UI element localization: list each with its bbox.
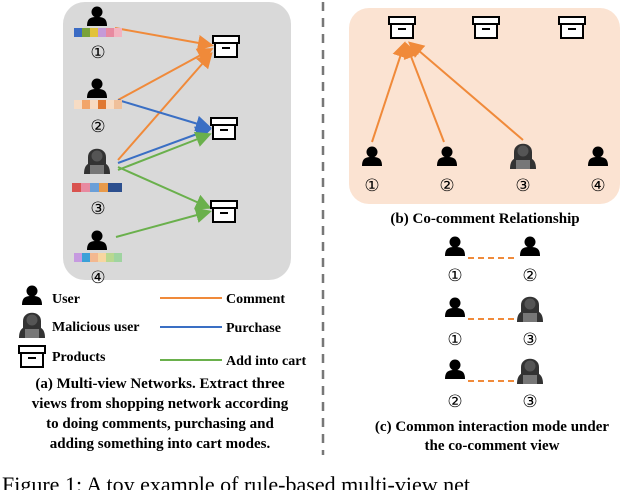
panel-b-node-1: ① [364,176,379,195]
feature-strip [74,100,122,109]
panel-a-node-2: ② [90,117,105,136]
panel-c-pair-2: ① ③ [445,296,543,349]
edge-cart-2 [115,207,212,238]
user-icon [445,236,465,256]
edge-comment-2 [117,48,214,101]
edge-purchase-2 [117,126,212,164]
legend-products-icon [18,345,46,368]
panel-c-pair-1-right: ② [522,266,537,285]
edge-comment-3 [117,51,213,161]
panel-a-node-4: ④ [90,268,105,287]
panel-b-caption: (b) Co-comment Relationship [390,211,579,227]
edge-cart-3 [117,131,212,171]
feature-strip [74,253,122,262]
user-icon [445,297,465,317]
user-icon [520,236,540,256]
feature-strip [74,28,122,37]
legend-add-cart-label: Add into cart [226,354,306,369]
edge-comment-1 [114,27,214,51]
panel-b-node-3: ③ [515,176,530,195]
panel-c-pair-3-left: ② [447,392,462,411]
edge-purchase-1 [117,99,212,132]
panel-c-pair-2-right: ③ [522,330,537,349]
panel-c-pair-1: ① ② [445,236,540,285]
malicious-user-icon [517,296,543,322]
product-box-icon [210,200,238,223]
panel-a-caption-line-2: views from shopping network according [32,396,289,412]
edge-cart-1 [117,166,212,210]
legend-user-label: User [52,292,80,307]
product-box-icon [388,16,416,39]
product-box-icon [210,117,238,140]
user-icon [445,359,465,379]
product-box-icon [212,35,240,58]
panel-a-caption-line-3: to doing comments, purchasing and [46,416,274,432]
panel-a-edges [114,27,214,238]
panel-a-node-1: ① [90,43,105,62]
panel-a-caption-line-4: adding something into cart modes. [50,436,271,452]
legend-malicious-user-label: Malicious user [52,320,140,335]
panel-c-pair-3-right: ③ [522,392,537,411]
panel-c-caption-line-1: (c) Common interaction mode under [375,419,609,435]
panel-a-caption-line-1: (a) Multi-view Networks. Extract three [35,376,285,392]
product-box-icon [472,16,500,39]
legend-products-label: Products [52,350,106,365]
panel-c-pair-1-left: ① [447,266,462,285]
panel-c-pair-3: ② ③ [445,358,543,411]
panel-c-pair-2-left: ① [447,330,462,349]
product-box-icon [558,16,586,39]
panel-b-edges [371,41,524,143]
panel-c-caption-line-2: the co-comment view [425,438,560,454]
legend-malicious-user-icon [19,312,45,338]
legend-comment-label: Comment [226,292,285,307]
legend-user-icon [22,285,42,305]
feature-strip [72,183,122,192]
legend-purchase-label: Purchase [226,321,281,336]
panel-b-node-2: ② [439,176,454,195]
panel-a-node-3: ③ [90,199,105,218]
figure-caption: Figure 1: A toy example of rule-based mu… [2,472,470,490]
panel-b-node-4: ④ [590,176,605,195]
malicious-user-icon [517,358,543,384]
